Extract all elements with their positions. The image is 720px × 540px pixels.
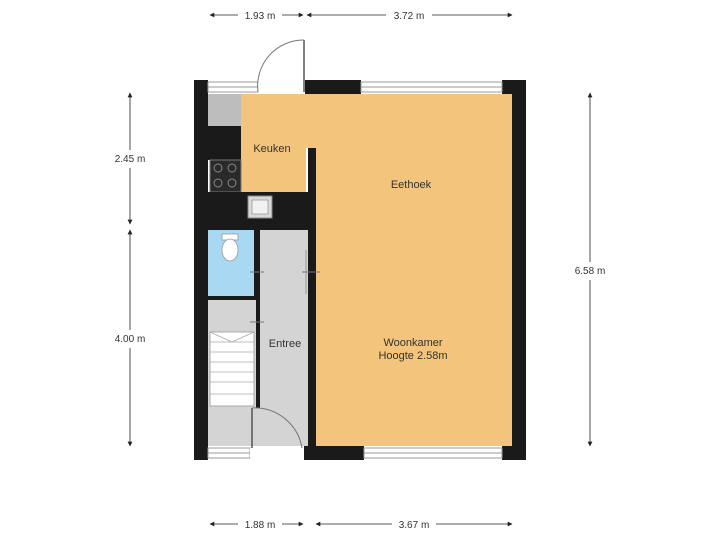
wall-stair-right <box>256 298 260 408</box>
dim-left-upper: 2.45 m <box>115 154 146 165</box>
windows <box>207 81 503 459</box>
dim-top-right: 3.72 m <box>394 11 425 22</box>
door-bottom-swing <box>251 407 303 449</box>
wall-right <box>512 80 526 460</box>
door-top-swing <box>257 39 305 93</box>
room-labels: Keuken Eethoek Entree Woonkamer Hoogte 2… <box>253 143 447 362</box>
label-woonkamer: Woonkamer <box>383 337 442 349</box>
wall-bath-right <box>254 230 260 298</box>
woonkamer-floor <box>241 94 512 446</box>
door-top-opening <box>258 82 305 92</box>
stairs-outline <box>209 331 255 407</box>
label-keuken: Keuken <box>253 143 290 155</box>
kitchen-fixtures <box>208 126 316 224</box>
wall-left <box>194 80 208 460</box>
dimension-labels: 1.93 m 3.72 m 1.88 m 3.67 m 2.45 m 4.00 … <box>115 11 606 531</box>
wall-bottom-mid <box>304 446 364 460</box>
keuken-floor <box>241 94 306 192</box>
wall-top-left <box>194 80 208 94</box>
stove-burner-3 <box>213 178 223 188</box>
stairs <box>209 331 255 407</box>
toilet-bowl <box>221 238 239 262</box>
kitchen-cabinet <box>208 126 241 160</box>
stair-diag-1 <box>209 331 233 343</box>
walls <box>194 80 526 460</box>
label-entree: Entree <box>269 338 301 350</box>
wall-top-right <box>502 80 526 94</box>
wall-hall-right <box>308 148 316 446</box>
dim-bottom-right: 3.67 m <box>399 520 430 531</box>
toilet <box>221 233 239 262</box>
wall-bath-bottom <box>208 296 260 300</box>
door-bottom-opening <box>250 448 304 458</box>
stove <box>209 159 242 193</box>
stove-burner-4 <box>227 178 237 188</box>
dim-left-lower: 4.00 m <box>115 334 146 345</box>
dim-top-left: 1.93 m <box>245 11 276 22</box>
label-eethoek: Eethoek <box>391 179 432 191</box>
dim-bottom-left: 1.88 m <box>245 520 276 531</box>
sink-basin <box>251 199 269 215</box>
wall-bottom-right <box>502 446 526 460</box>
stair-diag-2 <box>231 331 255 343</box>
wall-hall-top <box>208 224 316 230</box>
stove-burner-2 <box>227 163 237 173</box>
dim-right-total: 6.58 m <box>575 266 606 277</box>
doors <box>250 39 320 458</box>
wall-top-mid <box>305 80 361 94</box>
wall-bottom-left <box>194 446 208 460</box>
dimension-lines <box>127 12 593 527</box>
label-woonkamer-height: Hoogte 2.58m <box>378 350 447 362</box>
stove-burner-1 <box>213 163 223 173</box>
kitchen-counter <box>208 94 241 126</box>
